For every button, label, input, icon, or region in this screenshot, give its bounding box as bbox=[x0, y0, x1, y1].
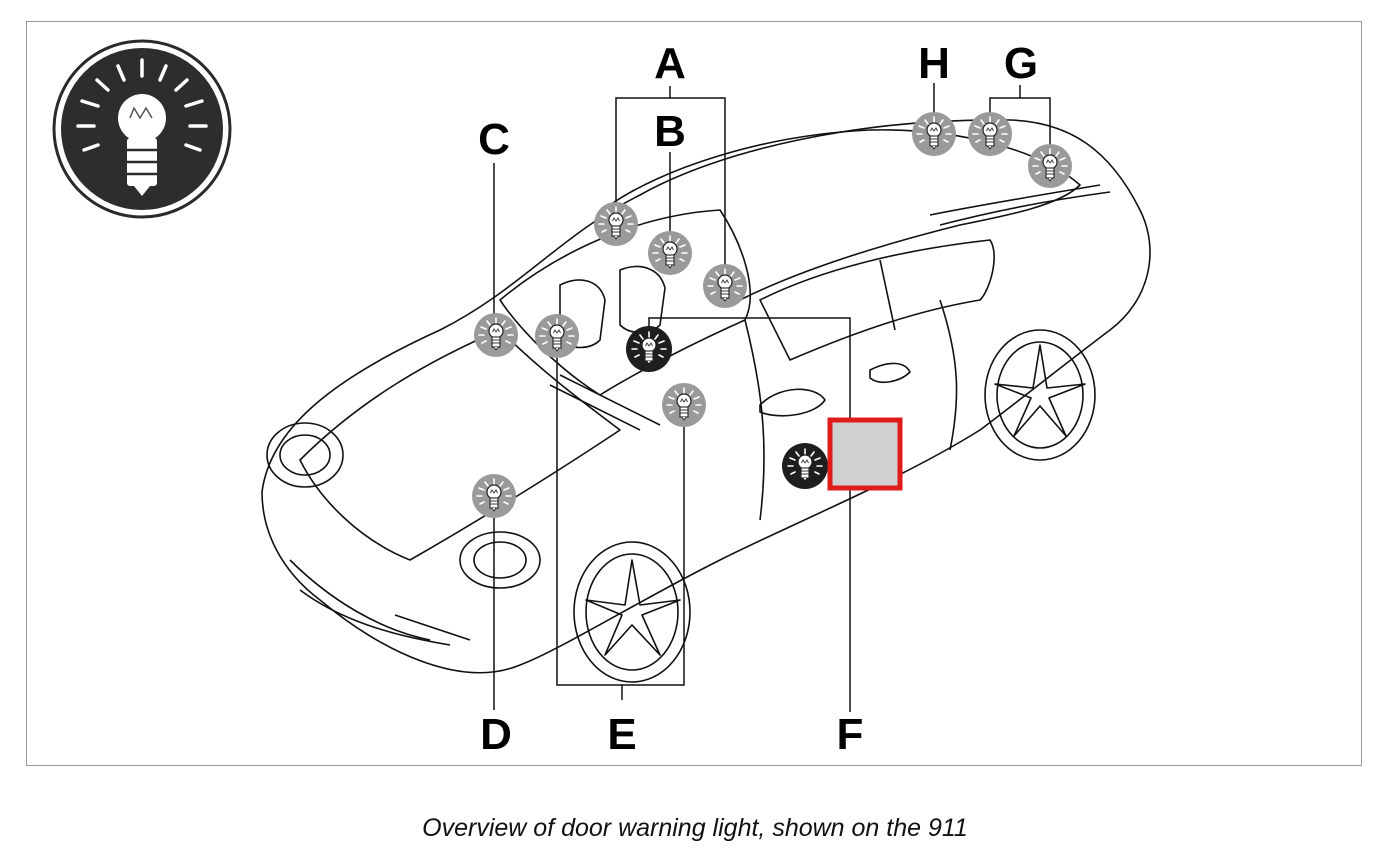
callout-d: D bbox=[480, 710, 512, 759]
bulb-marker-e-left bbox=[535, 314, 579, 358]
callout-g: G bbox=[1003, 39, 1039, 88]
bulb-marker-b bbox=[648, 231, 692, 275]
callout-f: F bbox=[836, 710, 864, 759]
door-warning-light-highlight bbox=[827, 417, 903, 491]
bulb-marker-h bbox=[912, 112, 956, 156]
figure-caption: Overview of door warning light, shown on… bbox=[422, 814, 968, 842]
light-bulb-icon bbox=[52, 39, 232, 219]
bulb-marker-c bbox=[474, 313, 518, 357]
bulb-marker-g-right bbox=[1028, 144, 1072, 188]
car-outline bbox=[261, 119, 1151, 683]
bulb-marker-d bbox=[472, 474, 516, 518]
callout-a: A bbox=[654, 39, 686, 88]
callout-e: E bbox=[607, 710, 637, 759]
callout-b: B bbox=[654, 107, 686, 156]
bulb-marker-g-left bbox=[968, 112, 1012, 156]
bulb-marker-a-left bbox=[594, 202, 638, 246]
bulb-marker-a-right bbox=[703, 264, 747, 308]
bulb-marker-f-interior bbox=[626, 326, 672, 372]
bulb-marker-e-right bbox=[662, 383, 706, 427]
bulb-marker-door-warning bbox=[782, 443, 828, 489]
callout-h: H bbox=[918, 39, 950, 88]
callout-c: C bbox=[478, 115, 510, 164]
